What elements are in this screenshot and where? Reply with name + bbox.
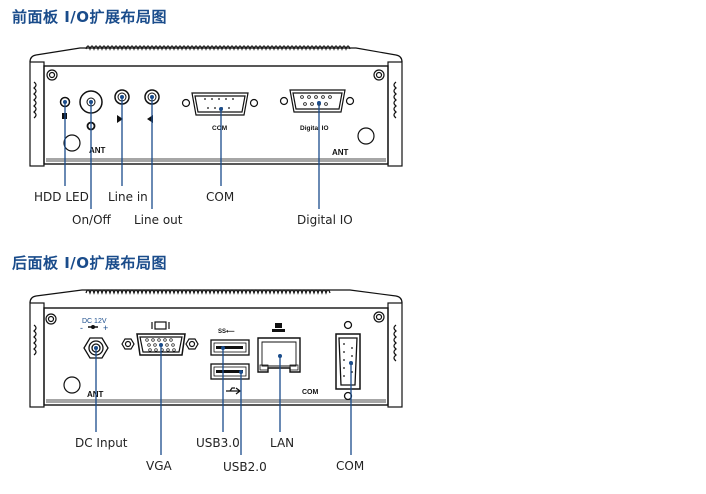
callout-com-rear: COM: [336, 459, 365, 473]
dc-voltage-label: DC 12V: [82, 318, 107, 325]
front-ant-label-left: ANT: [89, 146, 106, 155]
vga-monitor-icon: [154, 321, 167, 330]
callout-on-off: On/Off: [72, 213, 111, 227]
callout-hdd-led: HDD LED: [34, 190, 89, 204]
callout-usb30: USB3.0: [196, 436, 240, 450]
callout-usb20: USB2.0: [223, 460, 267, 474]
callout-dc-input: DC Input: [75, 436, 128, 450]
rear-com-port: [335, 320, 361, 401]
rear-top-fins: [85, 289, 331, 295]
digital-io-label: Digital IO: [300, 125, 329, 132]
rear-com-label: COM: [302, 389, 319, 396]
callout-com-front: COM: [206, 190, 235, 204]
callout-vga: VGA: [146, 459, 172, 473]
callout-lan: LAN: [270, 436, 295, 450]
line-in-icon: [117, 115, 123, 123]
front-com-label: COM: [212, 125, 227, 132]
usb20-port: [210, 363, 250, 395]
rear-ant-label: ANT: [87, 390, 104, 399]
usb-icon: [226, 387, 241, 395]
front-panel-chassis: [29, 45, 403, 167]
usb30-port: SS⟵: [210, 328, 250, 356]
callout-line-out: Line out: [134, 213, 183, 227]
dc-plus-label: +: [103, 323, 108, 333]
usb30-ss-icon: SS⟵: [218, 328, 235, 335]
dc-minus-label: -: [80, 323, 83, 333]
front-panel-title: 前面板 I/O扩展布局图: [12, 8, 168, 26]
front-ant-label-right: ANT: [332, 148, 349, 157]
vga-port: [121, 321, 199, 356]
callout-line-in: Line in: [108, 190, 148, 204]
front-com-port: [181, 92, 259, 116]
callout-digital-io: Digital IO: [297, 213, 353, 227]
rear-panel-title: 后面板 I/O扩展布局图: [12, 254, 168, 272]
rear-panel-chassis: [29, 289, 403, 408]
front-top-fins: [85, 45, 351, 51]
lan-port: [257, 323, 301, 373]
digital-io-port: [279, 89, 355, 113]
rear-leader-lines: [94, 343, 353, 455]
front-leader-lines: [63, 95, 321, 209]
network-icon: [272, 323, 285, 332]
